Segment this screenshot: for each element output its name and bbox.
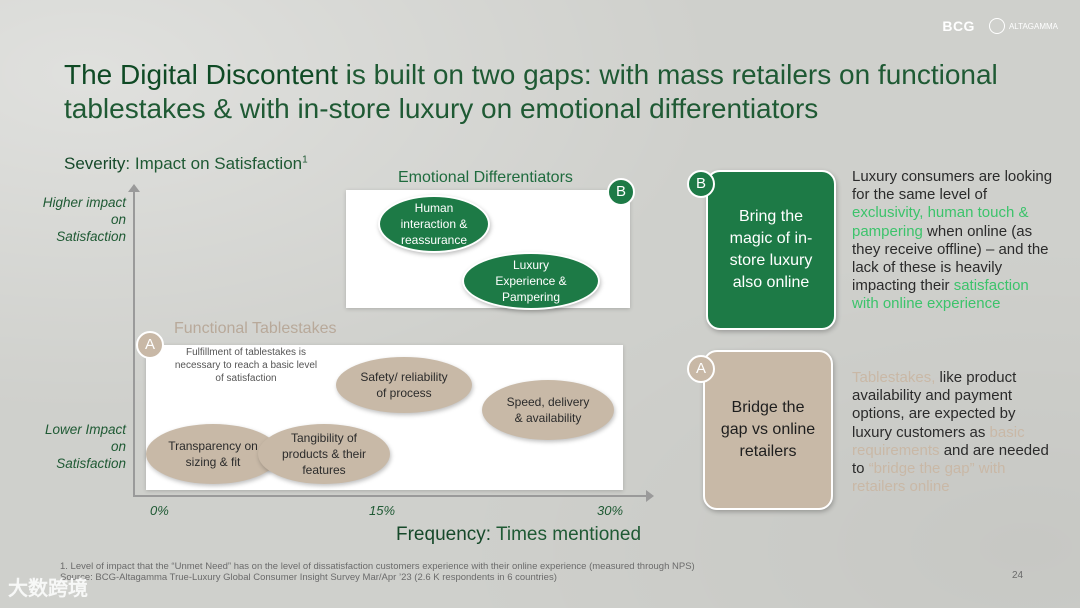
bubble-speed-delivery: Speed, delivery & availability bbox=[482, 380, 614, 440]
y-axis-arrow-icon bbox=[128, 184, 140, 192]
functional-tablestakes-title: Functional Tablestakes bbox=[174, 320, 337, 337]
severity-footnote-mark: 1 bbox=[302, 154, 308, 166]
bubble-human-interaction-label: Human interaction & reassurance bbox=[400, 201, 468, 247]
altagamma-mark-icon bbox=[988, 18, 1005, 34]
bubble-tangibility-products: Tangibility of products & their features bbox=[258, 424, 390, 484]
card-a-desc-2: and are needed to bbox=[852, 441, 1049, 478]
card-bring-magic: Bring the magic of in-store luxury also … bbox=[706, 170, 836, 330]
footnote: 1. Level of impact that the “Unmet Need”… bbox=[60, 561, 960, 583]
y-label-low: Lower Impact on Satisfaction bbox=[44, 422, 126, 471]
x-axis-title: Frequency: Times mentioned bbox=[396, 524, 641, 546]
x-tick-30: 30% bbox=[597, 503, 624, 518]
footnote-line-1: 1. Level of impact that the “Unmet Need”… bbox=[60, 561, 695, 572]
bubble-luxury-experience-label: Luxury Experience & Pampering bbox=[495, 258, 567, 304]
logo-group: BCG ALTAGAMMA bbox=[942, 18, 1058, 34]
bcg-logo: BCG bbox=[942, 18, 975, 34]
bubble-transparency-sizing: Transparency on sizing & fit bbox=[146, 424, 280, 484]
card-a-desc-highlight-3: “bridge the gap” with retailers online bbox=[852, 460, 1006, 496]
bubble-safety-reliability-label: Safety/ reliability of process bbox=[360, 370, 448, 400]
bubble-human-interaction: Human interaction & reassurance bbox=[378, 195, 490, 253]
x-tick-0: 0% bbox=[150, 503, 169, 518]
footnote-source: Source: BCG-Altagamma True-Luxury Global… bbox=[60, 572, 557, 583]
card-b-desc-highlight-1: exclusivity, human touch & pampering bbox=[852, 204, 1029, 240]
tablestakes-note: Fulfillment of tablestakes is necessary … bbox=[174, 347, 318, 384]
slide-title: The Digital Discontent is built on two g… bbox=[64, 58, 1054, 126]
title-highlight: The Digital Discontent bbox=[64, 59, 338, 90]
card-a-desc-1: like product availability and payment op… bbox=[852, 369, 1017, 441]
altagamma-logo: ALTAGAMMA bbox=[988, 18, 1058, 34]
title-rest: is built on two gaps: with mass retailer… bbox=[64, 59, 998, 124]
y-label-high: Higher impact on Satisfaction bbox=[42, 195, 126, 244]
y-axis-title: Severity: Impact on Satisfaction1 bbox=[64, 154, 308, 174]
card-a-desc-highlight-1: Tablestakes, bbox=[852, 369, 936, 386]
y-axis bbox=[133, 190, 135, 496]
card-a-label: Bridge the gap vs online retailers bbox=[720, 399, 816, 460]
badge-b-chart: B bbox=[607, 178, 635, 206]
badge-a-chart: A bbox=[136, 331, 164, 359]
x-tick-15: 15% bbox=[369, 503, 396, 518]
watermark-logo: 大数跨境 bbox=[8, 578, 88, 600]
badge-b-card: B bbox=[687, 170, 715, 198]
severity-label: Severity bbox=[64, 154, 126, 173]
x-label-bold: Frequency: bbox=[396, 524, 492, 545]
card-bridge-gap: Bridge the gap vs online retailers bbox=[703, 350, 833, 510]
x-axis bbox=[133, 495, 647, 497]
card-b-description: Luxury consumers are looking for the sam… bbox=[852, 168, 1058, 314]
card-a-description: Tablestakes, like product availability a… bbox=[852, 369, 1058, 496]
bubble-transparency-sizing-label: Transparency on sizing & fit bbox=[168, 439, 258, 469]
card-a-desc-highlight-2: basic requirements bbox=[852, 423, 1025, 459]
emotional-differentiators-title: Emotional Differentiators bbox=[398, 169, 573, 186]
bubble-tangibility-products-label: Tangibility of products & their features bbox=[281, 431, 367, 477]
bubble-luxury-experience: Luxury Experience & Pampering bbox=[462, 252, 600, 310]
bubble-speed-delivery-label: Speed, delivery & availability bbox=[506, 395, 590, 425]
page-number: 24 bbox=[1012, 570, 1024, 581]
card-b-desc-1: Luxury consumers are looking for the sam… bbox=[852, 168, 1053, 204]
card-b-desc-highlight-2: satisfaction with online experience bbox=[852, 277, 1029, 313]
severity-rest: : Impact on Satisfaction bbox=[125, 154, 303, 173]
badge-a-card: A bbox=[687, 355, 715, 383]
card-b-label: Bring the magic of in-store luxury also … bbox=[729, 208, 813, 291]
x-axis-arrow-icon bbox=[646, 490, 654, 502]
x-label-rest: Times mentioned bbox=[491, 524, 642, 545]
bubble-safety-reliability: Safety/ reliability of process bbox=[336, 357, 472, 413]
altagamma-logo-text: ALTAGAMMA bbox=[1008, 21, 1058, 31]
card-b-desc-2: when online (as they receive offline) – … bbox=[852, 222, 1049, 295]
